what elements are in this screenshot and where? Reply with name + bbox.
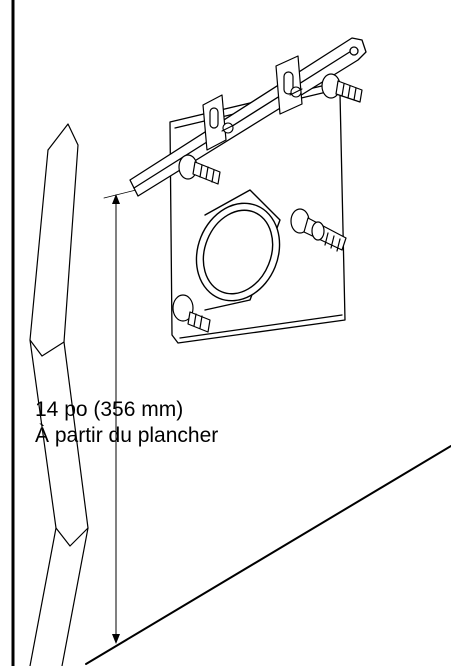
- bar-hole-right: [349, 46, 359, 56]
- dimension-arrow-top: [112, 194, 120, 204]
- valve-body: [195, 189, 281, 311]
- valve-cap: [195, 202, 281, 302]
- floor-line: [85, 445, 451, 665]
- dimension-line: [103, 189, 137, 644]
- dimension-arrow-bottom: [112, 634, 120, 644]
- connector-middle-right: [290, 208, 347, 252]
- bar-screw-left: [221, 122, 235, 134]
- wall-break-shape: [29, 123, 89, 666]
- connector-bottom-left: [172, 294, 211, 333]
- bar-screw-right: [289, 86, 303, 98]
- height-measurement-label: 14 po (356 mm): [35, 398, 184, 421]
- floor-reference-label: À partir du plancher: [35, 424, 219, 447]
- connector-top-left: [178, 154, 221, 185]
- upper-bracket-left: [202, 94, 227, 151]
- connector-top-right: [321, 73, 363, 103]
- upper-bracket-right: [275, 55, 303, 115]
